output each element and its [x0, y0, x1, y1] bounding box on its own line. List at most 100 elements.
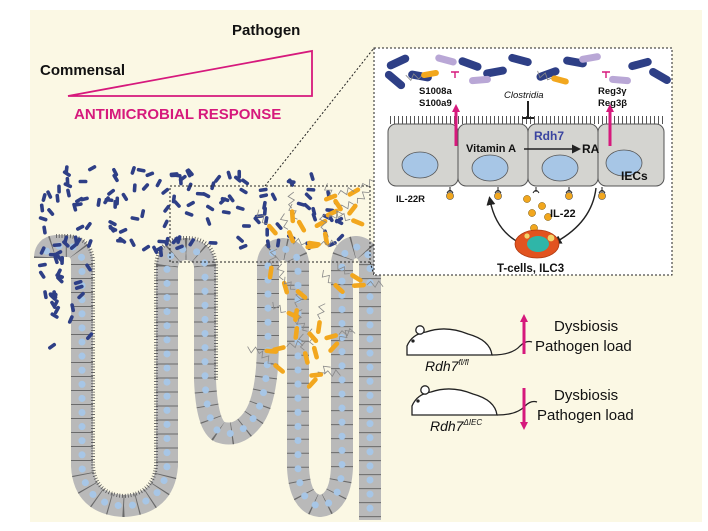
commensal-bacterium	[48, 292, 58, 297]
flagellum	[338, 330, 353, 342]
commensal-bacterium	[145, 171, 155, 178]
commensal-bacterium	[57, 184, 61, 194]
flagellum	[366, 280, 384, 288]
clostridia-label: Clostridia	[504, 90, 544, 101]
commensal-bacterium	[38, 216, 48, 222]
pathogen-bacterium	[309, 372, 324, 378]
commensal-bacterium	[43, 290, 48, 300]
commensal-bacterium	[96, 197, 101, 207]
pathogen-bacterium	[551, 75, 569, 85]
flagellum	[356, 191, 370, 204]
pathogen-bacterium	[302, 351, 310, 365]
commensal-bacterium	[108, 224, 116, 233]
commensal-bacterium	[66, 188, 71, 198]
legend-flox: Rdh7fl/fl Dysbiosis Pathogen load	[406, 314, 632, 374]
commensal-bacterium	[74, 284, 84, 290]
commensal-bacterium	[205, 217, 212, 226]
pathogen-bacterium	[289, 209, 296, 224]
zoom-connector-top	[264, 47, 375, 187]
flox-genotype-label: Rdh7fl/fl	[425, 358, 469, 374]
commensal-bacterium	[38, 270, 46, 279]
commensal-bacterium	[37, 262, 47, 268]
commensal-bacterium	[265, 239, 271, 249]
commensal-bacterium	[55, 193, 60, 203]
mouse-icon	[406, 325, 533, 356]
crypt-brush-border	[56, 234, 218, 499]
iec-nucleus	[401, 151, 439, 179]
flagellum	[327, 210, 344, 220]
commensal-bacterium	[210, 181, 216, 191]
flagellum	[319, 239, 337, 248]
commensal-bacterium	[270, 192, 277, 202]
commensal-bacterium	[195, 191, 205, 196]
flagellum	[317, 303, 326, 320]
commensal-bacterium	[336, 233, 345, 242]
commensal-bacterium	[241, 224, 251, 228]
pathogen-bacterium	[324, 333, 339, 341]
iec-nucleus	[541, 154, 579, 182]
commensal-bacterium	[86, 332, 94, 341]
commensal-bacterium	[118, 227, 128, 234]
commensal-bacterium	[62, 170, 71, 177]
commensal-bacterium	[483, 66, 507, 78]
flagellum	[405, 73, 423, 82]
commensal-bacterium	[164, 236, 170, 246]
pathogen-bacterium	[351, 218, 365, 227]
commensal-bacterium	[508, 53, 532, 67]
flagellum	[247, 346, 264, 354]
flagellum	[268, 248, 278, 265]
pathogen-bacterium	[347, 203, 358, 216]
commensal-bacterium	[157, 239, 167, 244]
commensal-bacterium	[579, 53, 601, 63]
commensal-bacterium	[85, 263, 92, 272]
commensal-bacterium	[48, 342, 57, 350]
antimicrobial-gradient: Pathogen Commensal ANTIMICROBIAL RESPONS…	[40, 22, 313, 123]
flagellum	[256, 209, 268, 224]
il22-label: IL-22	[550, 208, 576, 220]
commensal-bacterium	[155, 178, 162, 188]
flagellum	[272, 301, 286, 313]
flagellum	[318, 214, 327, 231]
commensal-bacterium	[241, 178, 250, 186]
pathogen-bacterium	[264, 348, 279, 354]
pathogen-bacterium	[323, 193, 338, 202]
ko-pathogen-load-label: Pathogen load	[537, 407, 634, 424]
commensal-bacterium	[46, 190, 53, 199]
commensal-bacterium	[458, 57, 482, 71]
pathogen-bacterium	[306, 377, 318, 389]
pathogen-bacterium	[273, 363, 286, 374]
commensal-bacterium	[130, 166, 136, 175]
commensal-bacterium	[129, 238, 136, 247]
s100a9-label: S100a9	[419, 98, 452, 109]
inhibition-marks	[451, 71, 610, 78]
commensal-bacterium	[173, 200, 181, 208]
commensal-bacterium	[67, 315, 74, 324]
il22r-label: IL-22R	[396, 194, 425, 205]
commensal-bacterium	[334, 218, 344, 226]
inset-bacteria	[384, 53, 671, 90]
commensal-bacterium	[53, 305, 61, 315]
commensal-bacterium	[226, 170, 232, 180]
commensal-bacterium	[171, 194, 176, 204]
pathogen-label: Pathogen	[232, 22, 300, 39]
pathogen-bacteria	[247, 178, 384, 389]
pathogen-bacterium	[311, 345, 319, 360]
commensal-bacterium	[39, 246, 46, 255]
pathogen-bacterium	[351, 282, 366, 288]
commensal-bacterium	[536, 67, 560, 81]
commensal-bacterium	[262, 206, 267, 216]
commensal-bacterium	[469, 75, 491, 85]
commensal-label: Commensal	[40, 62, 125, 79]
pathogen-bacterium	[328, 341, 340, 353]
flagellum	[297, 333, 307, 351]
commensal-bacterium	[238, 243, 248, 250]
commensal-bacterium	[53, 255, 59, 265]
commensal-bacterium	[221, 210, 231, 215]
commensal-bacterium	[121, 192, 129, 202]
commensal-bacterium	[136, 167, 146, 173]
commensal-bacterium	[628, 57, 652, 71]
commensal-bacterium	[235, 205, 245, 211]
commensal-bacterium	[186, 200, 195, 208]
pathogen-bacterium	[293, 325, 300, 340]
